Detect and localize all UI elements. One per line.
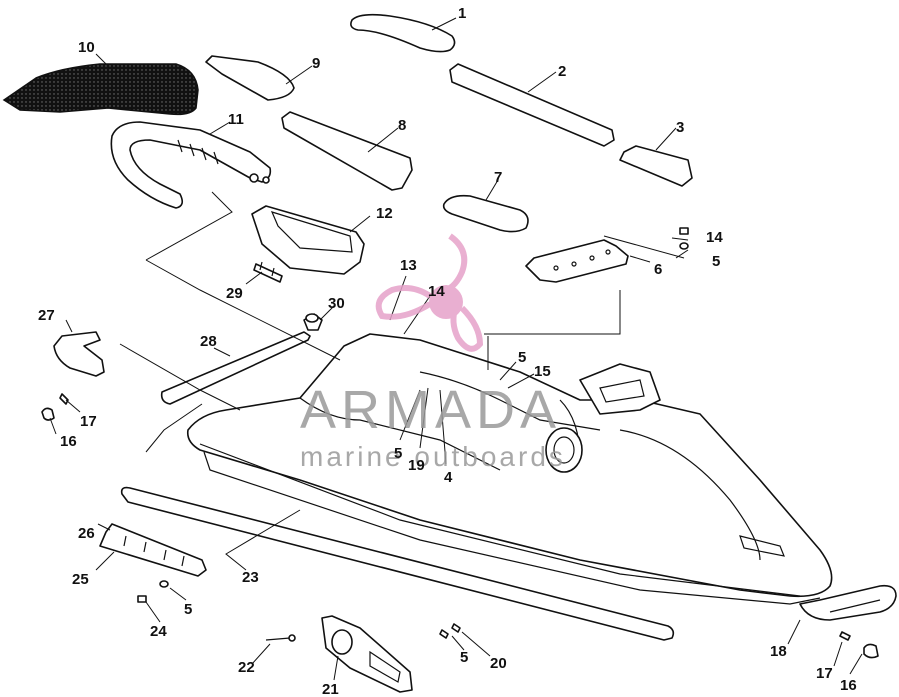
callout-27: 27: [38, 307, 55, 324]
part-17-screw-left: [59, 393, 69, 405]
callout-28: 28: [200, 333, 217, 350]
callout-23: 23: [242, 569, 259, 586]
part-16-cap-right: [863, 643, 879, 659]
callout-13: 13: [400, 257, 417, 274]
callout-16-right: 16: [840, 677, 857, 694]
callout-14-center: 14: [428, 283, 445, 300]
part-18-bow-bumper: [799, 584, 897, 621]
callout-16-left: 16: [60, 433, 77, 450]
callout-17-right: 17: [816, 665, 833, 682]
callout-11: 11: [228, 111, 244, 128]
callout-12: 12: [376, 205, 393, 222]
callout-6: 6: [654, 261, 662, 278]
part-8-long-pad: [281, 111, 413, 191]
part-16-cap-left: [41, 407, 55, 421]
watermark-brand: ARMADA: [300, 380, 561, 440]
callout-24: 24: [150, 623, 167, 640]
callout-21: 21: [322, 681, 339, 697]
callout-5-center: 5: [518, 349, 526, 366]
part-29-clip: [253, 261, 283, 283]
callout-29: 29: [226, 285, 243, 302]
callout-30: 30: [328, 295, 345, 312]
callout-20: 20: [490, 655, 507, 672]
watermark-logo-hub: [429, 285, 463, 319]
part-3-pad: [619, 145, 693, 187]
callout-26: 26: [78, 525, 95, 542]
part-12-storage-tray: [251, 205, 365, 275]
leader-lines: [49, 17, 863, 681]
callout-8: 8: [398, 117, 406, 134]
callout-5-grill: 5: [184, 601, 192, 618]
callout-25: 25: [72, 571, 89, 588]
part-27-bracket: [53, 331, 105, 377]
callout-labels: 1 2 3 4 5 5 5 5 5 6 7 8 9 10 11 12 13 14…: [38, 5, 857, 697]
part-7-pad: [442, 194, 529, 233]
part-17-screw-right: [839, 631, 851, 641]
callout-5-top-right: 5: [712, 253, 720, 270]
part-14-bolt-top: [679, 227, 689, 250]
callout-17-left: 17: [80, 413, 97, 430]
part-30-plug: [303, 313, 323, 331]
part-26-rub-rail: [120, 486, 675, 641]
callout-15: 15: [534, 363, 551, 380]
callout-3: 3: [676, 119, 684, 136]
part-6-bracket: [525, 239, 629, 283]
part-deck-hull: [186, 333, 833, 605]
part-11-grab-handle: [110, 121, 272, 209]
callout-22: 22: [238, 659, 255, 676]
callout-4: 4: [444, 469, 453, 486]
part-1-pad: [350, 13, 456, 53]
callout-14-top-right: 14: [706, 229, 723, 246]
callout-10: 10: [78, 39, 95, 56]
callout-7: 7: [494, 169, 502, 186]
part-20-screw: [439, 623, 461, 639]
callout-5-left-center: 5: [394, 445, 402, 462]
callout-1: 1: [458, 5, 466, 22]
part-10-mat: [2, 63, 199, 116]
part-22-pin: [265, 634, 296, 642]
part-28-rail-strip: [160, 331, 311, 405]
callout-19: 19: [408, 457, 425, 474]
part-2-long-pad: [449, 63, 615, 147]
part-9-pad: [205, 55, 295, 101]
part-25-grill-plate: [99, 523, 207, 577]
watermark-tagline: marine outboards: [300, 441, 566, 472]
watermark: ARMADA marine outboards: [300, 233, 566, 472]
callout-2: 2: [558, 63, 566, 80]
callout-5-bottom: 5: [460, 649, 468, 666]
callout-9: 9: [312, 55, 320, 72]
callout-18: 18: [770, 643, 787, 660]
part-21-side-vent: [321, 615, 413, 693]
part-24-screw: [137, 580, 169, 603]
